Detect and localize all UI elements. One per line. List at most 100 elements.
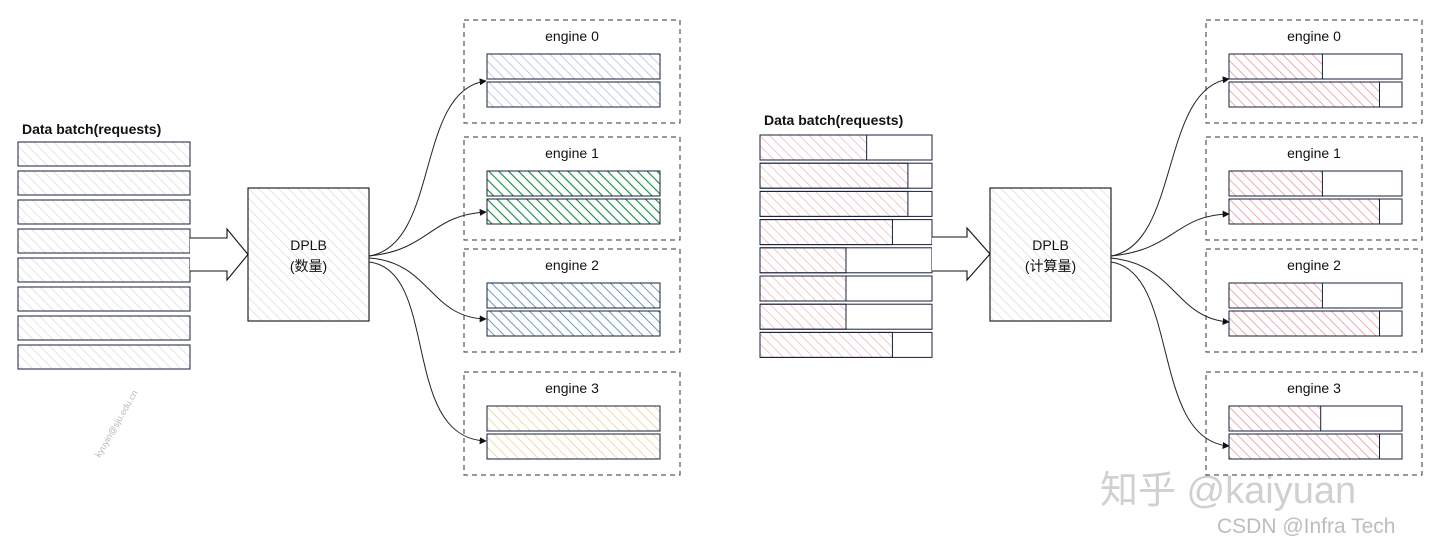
left-engine-0-slot-0-fill bbox=[486, 53, 661, 80]
left-engine-1: engine 1 bbox=[463, 136, 681, 241]
right-dplb-name: DPLB bbox=[1032, 237, 1069, 253]
left-engine-2: engine 2 bbox=[463, 248, 681, 353]
left-request-7-fill bbox=[17, 344, 191, 370]
left-engine-3-slot-0 bbox=[486, 405, 661, 432]
left-engine-1-slot-1 bbox=[486, 198, 661, 225]
left-dplb-name: DPLB bbox=[290, 237, 327, 253]
left-request-3-fill bbox=[17, 228, 191, 254]
right-request-4-fill bbox=[759, 247, 847, 274]
right-engine-1-slot-1-fill bbox=[1228, 198, 1381, 225]
left-engine-0-slot-1 bbox=[486, 81, 661, 108]
right-request-2 bbox=[759, 190, 933, 217]
left-engine-1-slot-0 bbox=[486, 170, 661, 197]
right-engine-2-slot-1-fill bbox=[1228, 310, 1381, 337]
left-engine-0-slot-1-fill bbox=[486, 81, 661, 108]
right-engine-list: engine 0 engine 1 engine 2 engine 3 bbox=[1205, 19, 1423, 476]
left-request-list bbox=[17, 141, 191, 370]
left-request-1 bbox=[17, 170, 191, 196]
left-engine-2-slot-1 bbox=[486, 310, 661, 337]
right-engine-2: engine 2 bbox=[1205, 248, 1423, 353]
left-engine-0-label: engine 0 bbox=[545, 28, 599, 44]
left-engine-1-label: engine 1 bbox=[545, 145, 599, 161]
right-engine-3-frame bbox=[1205, 371, 1423, 476]
right-engine-2-slot-0-fill bbox=[1228, 282, 1323, 309]
left-request-3 bbox=[17, 228, 191, 254]
right-engine-2-label: engine 2 bbox=[1287, 257, 1341, 273]
csdn-watermark: CSDN @Infra Tech bbox=[1217, 515, 1396, 538]
left-request-1-fill bbox=[17, 170, 191, 196]
right-engine-1-slot-0 bbox=[1228, 170, 1403, 197]
left-engine-3-label: engine 3 bbox=[545, 380, 599, 396]
right-batch-title: Data batch(requests) bbox=[764, 112, 903, 128]
left-request-6 bbox=[17, 315, 191, 341]
right-request-0 bbox=[759, 134, 933, 161]
right-engine-0-slot-0-fill bbox=[1228, 53, 1323, 80]
right-engine-1-label: engine 1 bbox=[1287, 145, 1341, 161]
right-engine-3-slot-0-fill bbox=[1228, 405, 1322, 432]
left-request-7 bbox=[17, 344, 191, 370]
left-route-engine-0 bbox=[368, 78, 487, 257]
right-request-5 bbox=[759, 275, 933, 302]
left-request-5 bbox=[17, 286, 191, 312]
left-input-arrow bbox=[190, 227, 249, 282]
right-request-5-fill bbox=[759, 275, 847, 302]
left-engine-1-slot-1-fill bbox=[486, 198, 661, 225]
right-request-1-fill bbox=[759, 162, 909, 189]
left-request-4-fill bbox=[17, 257, 191, 283]
right-dplb-box bbox=[989, 187, 1112, 322]
email-watermark: kyuyin@sju.edu.cn bbox=[93, 388, 140, 459]
left-route-engine-1 bbox=[368, 208, 487, 257]
left-engine-2-frame bbox=[463, 248, 681, 353]
left-engine-0-slot-0 bbox=[486, 53, 661, 80]
right-request-0-fill bbox=[759, 134, 868, 161]
left-routing-curves bbox=[368, 78, 487, 445]
right-request-7-fill bbox=[759, 331, 893, 358]
left-request-5-fill bbox=[17, 286, 191, 312]
left-engine-list: engine 0 engine 1 engine 2 engine 3 bbox=[463, 19, 681, 476]
left-engine-2-slot-0-fill bbox=[486, 282, 661, 309]
right-request-3-fill bbox=[759, 219, 893, 246]
left-engine-3-slot-1 bbox=[486, 433, 661, 460]
right-engine-2-slot-0 bbox=[1228, 282, 1403, 309]
left-request-2 bbox=[17, 199, 191, 225]
right-engine-3: engine 3 bbox=[1205, 371, 1423, 476]
left-request-2-fill bbox=[17, 199, 191, 225]
left-engine-1-frame bbox=[463, 136, 681, 241]
left-route-engine-3 bbox=[368, 261, 487, 445]
right-engine-1-frame bbox=[1205, 136, 1423, 241]
left-engine-2-slot-0 bbox=[486, 282, 661, 309]
right-routing-curves bbox=[1110, 76, 1230, 449]
left-engine-3-slot-1-fill bbox=[486, 433, 661, 460]
right-request-3 bbox=[759, 219, 933, 246]
right-engine-3-slot-0 bbox=[1228, 405, 1403, 432]
right-route-engine-1 bbox=[1110, 210, 1230, 257]
right-engine-0-frame bbox=[1205, 19, 1423, 124]
left-engine-3-slot-0-fill bbox=[486, 405, 661, 432]
left-engine-0-frame bbox=[463, 19, 681, 124]
right-engine-3-slot-1 bbox=[1228, 433, 1403, 460]
right-engine-3-slot-1-fill bbox=[1228, 433, 1381, 460]
right-engine-1: engine 1 bbox=[1205, 136, 1423, 241]
right-engine-0-slot-1-fill bbox=[1228, 81, 1381, 108]
right-request-2-fill bbox=[759, 190, 909, 217]
zhihu-watermark: 知乎 @kaiyuan bbox=[1100, 470, 1356, 512]
left-engine-0: engine 0 bbox=[463, 19, 681, 124]
left-engine-2-label: engine 2 bbox=[545, 257, 599, 273]
left-engine-3-frame bbox=[463, 371, 681, 476]
left-request-0 bbox=[17, 141, 191, 167]
right-engine-3-label: engine 3 bbox=[1287, 380, 1341, 396]
right-panel: Data batch(requests) DPLB (计算量) engine 0… bbox=[759, 19, 1423, 538]
right-engine-0-slot-0 bbox=[1228, 53, 1403, 80]
right-route-engine-0 bbox=[1110, 76, 1230, 257]
right-dplb-mode: (计算量) bbox=[1025, 258, 1076, 274]
right-request-7 bbox=[759, 331, 933, 358]
right-engine-2-slot-1 bbox=[1228, 310, 1403, 337]
right-route-engine-3 bbox=[1110, 261, 1230, 449]
left-batch-title: Data batch(requests) bbox=[22, 121, 161, 137]
right-engine-0-slot-1 bbox=[1228, 81, 1403, 108]
right-engine-1-slot-0-fill bbox=[1228, 170, 1323, 197]
right-engine-0-label: engine 0 bbox=[1287, 28, 1341, 44]
left-engine-1-slot-0-fill bbox=[486, 170, 661, 197]
right-request-4 bbox=[759, 247, 933, 274]
